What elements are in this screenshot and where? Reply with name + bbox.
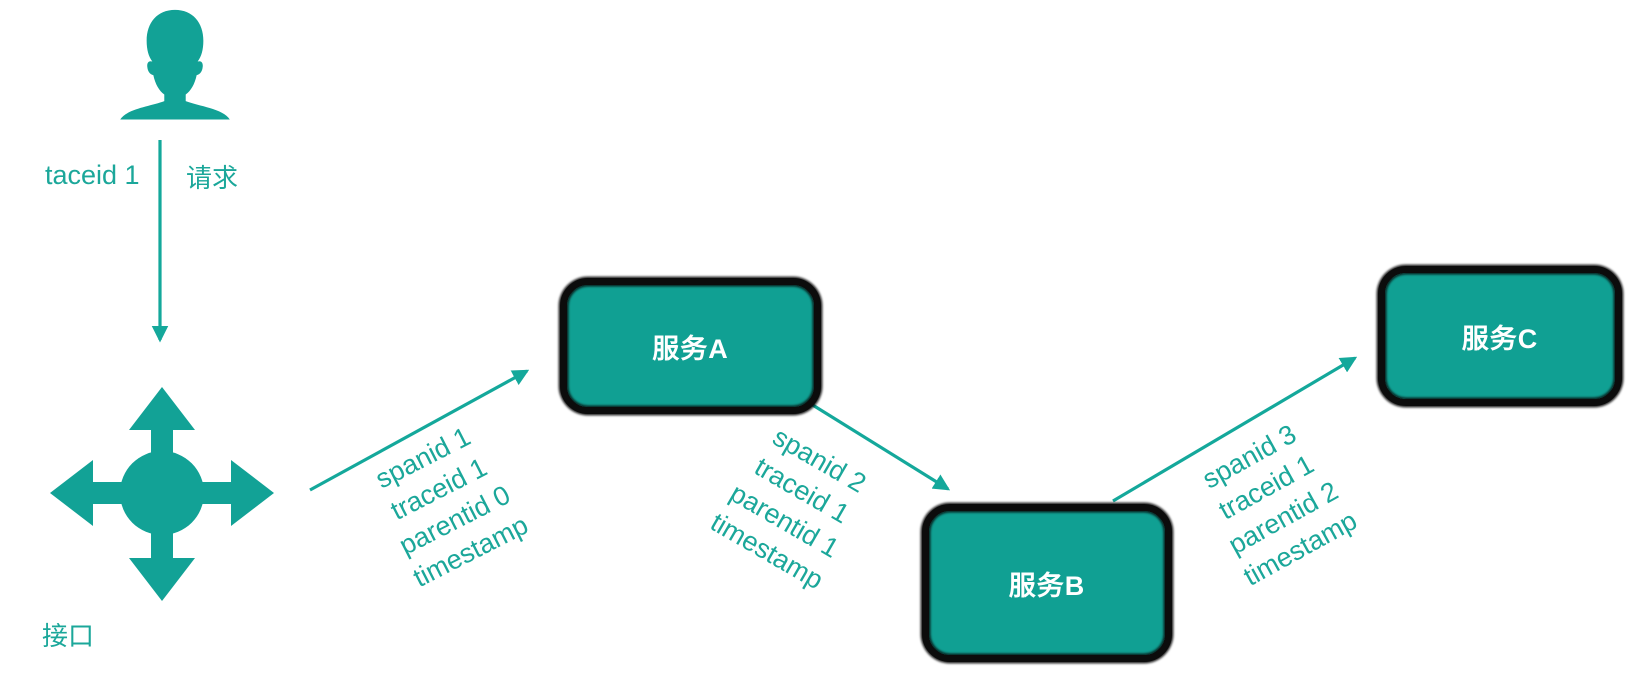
arrow-service-a-to-service-b xyxy=(802,397,951,491)
request-label: 请求 xyxy=(186,163,239,193)
service-a-label: 服务A xyxy=(652,333,729,364)
arrow-service-b-to-service-c xyxy=(1112,356,1358,503)
service-b-label: 服务B xyxy=(1008,570,1086,601)
service-b-box: 服务B xyxy=(922,504,1172,662)
arrow-interface-to-service-a xyxy=(309,369,530,492)
interface-icon xyxy=(50,387,274,601)
trace-id-label: taceid 1 xyxy=(45,160,140,190)
service-c-box: 服务C xyxy=(1378,266,1622,406)
service-c-label: 服务C xyxy=(1461,323,1539,354)
service-a-box: 服务A xyxy=(560,278,821,414)
user-icon xyxy=(120,9,230,120)
interface-label: 接口 xyxy=(42,621,95,651)
